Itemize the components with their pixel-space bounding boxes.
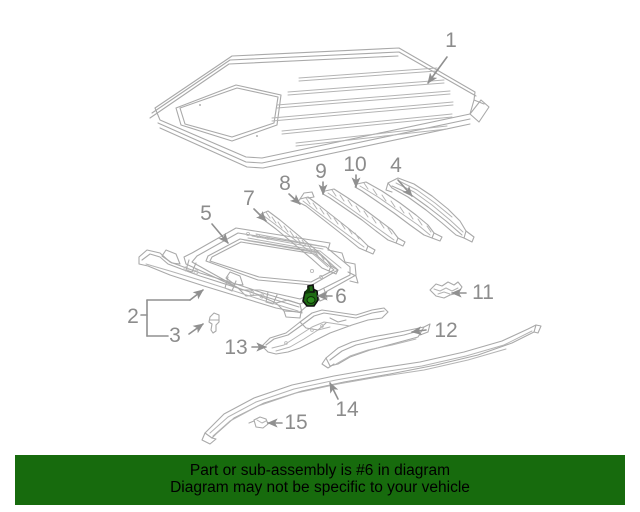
- callout-label-4: 4: [390, 154, 402, 177]
- part-1-roof-panel-outer: [149, 47, 490, 169]
- callout-labels: 1 2 3 4 5 6 7 8 9 10 11 12 13 14 15: [127, 29, 494, 434]
- callout-label-13: 13: [224, 336, 247, 359]
- part-2-front-roof-rail: [138, 249, 303, 337]
- part-5-sunroof-housing-frame: [183, 223, 359, 319]
- callout-label-7: 7: [243, 187, 255, 210]
- callout-label-1: 1: [445, 29, 457, 52]
- part-12-roof-side-rail-inner: [321, 323, 431, 369]
- callout-label-8: 8: [279, 172, 291, 195]
- banner-line-primary: Part or sub-assembly is #6 in diagram: [189, 462, 451, 480]
- callout-label-9: 9: [315, 160, 327, 183]
- part-11-roof-reinforcement-bracket: [429, 281, 467, 299]
- part-15-molding-clip: [248, 416, 283, 429]
- callout-label-6: 6: [335, 285, 347, 308]
- callout-label-14: 14: [335, 398, 359, 421]
- part-number-banner: Part or sub-assembly is #6 in diagram Di…: [15, 455, 625, 505]
- callout-label-10: 10: [343, 153, 366, 176]
- callout-label-3: 3: [169, 324, 181, 347]
- part-7-roof-bow-no1: [253, 208, 339, 275]
- part-8-roof-bow-no2: [288, 191, 376, 255]
- part-13-roof-side-rail-reinforcement: [251, 307, 389, 355]
- part-3-retainer-clip: [188, 312, 220, 335]
- part-6-roof-clip-grommet-highlighted: [302, 284, 333, 307]
- part-9-roof-bow-no3: [318, 181, 406, 247]
- callout-label-2: 2: [127, 305, 139, 328]
- part-10-roof-bow-no4: [351, 174, 443, 242]
- callout-label-15: 15: [284, 411, 307, 434]
- part-14-roof-drip-channel-molding: [201, 324, 542, 445]
- callout-label-12: 12: [434, 319, 457, 342]
- part-4-roof-bow-rear: [385, 177, 475, 243]
- callout-label-11: 11: [472, 281, 494, 304]
- callout-label-5: 5: [200, 202, 212, 225]
- banner-line-secondary: Diagram may not be specific to your vehi…: [170, 479, 470, 496]
